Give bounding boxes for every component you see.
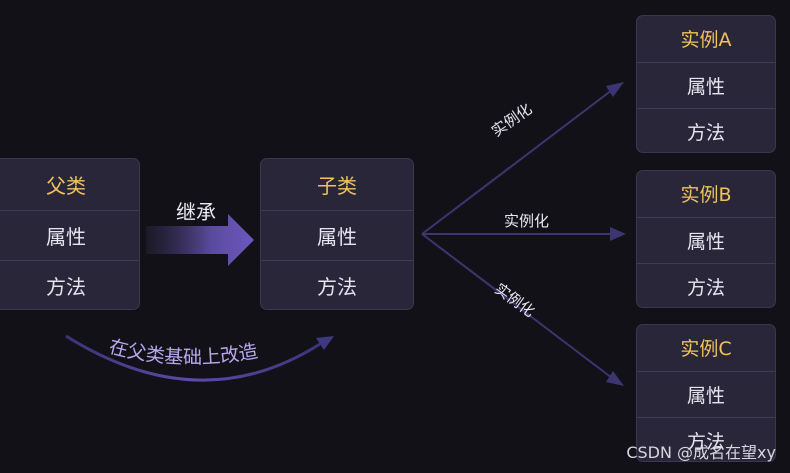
parent-class-method: 方法 [0, 260, 139, 309]
instantiate-label-b: 实例化 [504, 212, 550, 230]
inherit-arrow [146, 214, 254, 266]
modify-curve-arrow [65, 334, 321, 382]
instance-c-attr: 属性 [637, 370, 775, 417]
instance-b-card: 实例B 属性 方法 [636, 170, 776, 308]
watermark: CSDN @成名在望xy [626, 443, 776, 462]
instance-a-attr: 属性 [637, 61, 775, 108]
instance-b-title: 实例B [680, 184, 732, 207]
instance-a-title: 实例A [680, 29, 732, 52]
instance-c-card: 实例C 属性 方法 [636, 324, 776, 462]
child-class-title: 子类 [317, 173, 357, 198]
instance-b-attr: 属性 [637, 216, 775, 263]
child-class-attr: 属性 [261, 209, 413, 261]
parent-class-title: 父类 [46, 173, 86, 198]
parent-class-card: 父类 属性 方法 [0, 158, 140, 310]
inherit-label: 继承 [176, 200, 216, 224]
instantiate-arrow-c [421, 233, 613, 379]
instance-a-card: 实例A 属性 方法 [636, 15, 776, 153]
instantiate-arrowhead-a [606, 82, 624, 97]
instantiate-arrow-a [421, 89, 613, 235]
instance-a-method: 方法 [637, 107, 775, 152]
modify-curve-arrowhead [316, 336, 334, 350]
parent-class-attr: 属性 [0, 209, 139, 261]
instance-c-title: 实例C [680, 338, 732, 361]
instance-b-method: 方法 [637, 262, 775, 307]
child-class-card: 子类 属性 方法 [260, 158, 414, 310]
instantiate-arrowhead-b [610, 227, 626, 241]
child-class-method: 方法 [261, 260, 413, 309]
instance-c-method: 方法 [637, 416, 775, 461]
modify-label: 在父类基础上改造 [107, 336, 260, 369]
instantiate-arrowhead-c [606, 371, 624, 386]
